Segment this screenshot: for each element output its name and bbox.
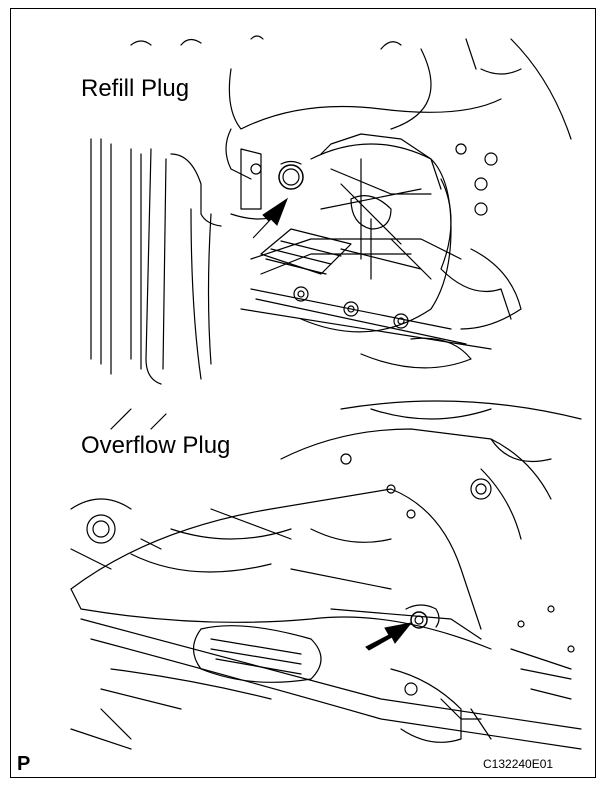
- overflow-plug-label: Overflow Plug: [79, 432, 233, 460]
- arrow-icon: [365, 622, 413, 651]
- figure-code: C132240E01: [483, 757, 554, 771]
- diagram-frame: Refill Plug Overflow Plug P C132240E01: [10, 8, 596, 778]
- corner-mark: P: [17, 753, 31, 775]
- arrow-icon: [252, 197, 289, 239]
- refill-plug-label: Refill Plug: [79, 75, 192, 103]
- refill-plug-illustration: [70, 35, 582, 750]
